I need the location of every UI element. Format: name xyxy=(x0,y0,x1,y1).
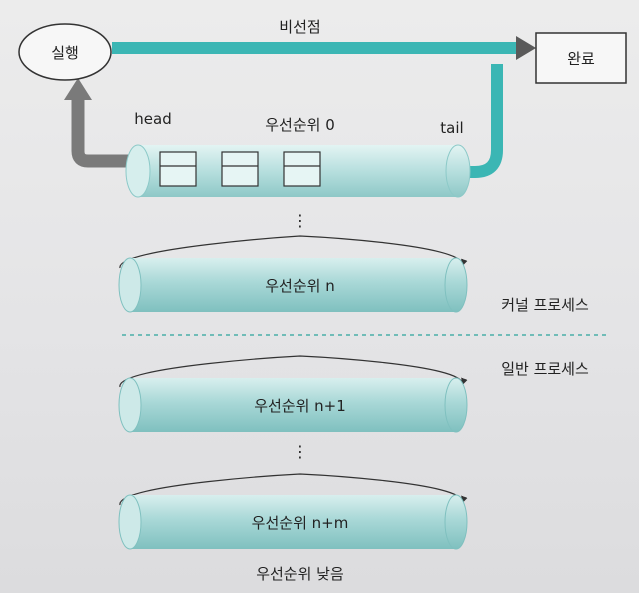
done-label: 완료 xyxy=(567,50,595,68)
ellipsis-1: ⋮ xyxy=(292,211,308,230)
queue-nm-label: 우선순위 n+m xyxy=(252,514,349,532)
queue-n1-cylinder: 우선순위 n+1 xyxy=(118,355,468,433)
queue-n-cylinder: 우선순위 n xyxy=(118,235,468,313)
done-node: 완료 xyxy=(535,32,627,84)
tail-label: tail xyxy=(440,119,463,137)
queue-n1-label: 우선순위 n+1 xyxy=(254,397,346,415)
user-process-label: 일반 프로세스 xyxy=(501,360,589,378)
non-preemptive-label: 비선점 xyxy=(279,18,320,36)
process-block xyxy=(159,151,197,187)
kernel-process-label: 커널 프로세스 xyxy=(501,296,589,314)
ellipsis-2: ⋮ xyxy=(292,442,308,461)
queue-nm-cylinder: 우선순위 n+m xyxy=(118,473,468,550)
low-priority-label: 우선순위 낮음 xyxy=(256,565,344,583)
run-node: 실행 xyxy=(18,23,112,81)
queue-0-cylinder xyxy=(125,144,471,198)
queue-n-label: 우선순위 n xyxy=(265,277,334,295)
queue-0-label: 우선순위 0 xyxy=(265,116,335,134)
run-label: 실행 xyxy=(51,44,79,62)
head-label: head xyxy=(134,110,171,128)
process-block xyxy=(221,151,259,187)
process-block xyxy=(283,151,321,187)
non-preemptive-arrow xyxy=(112,36,536,60)
head-to-run-arrow xyxy=(64,78,148,168)
